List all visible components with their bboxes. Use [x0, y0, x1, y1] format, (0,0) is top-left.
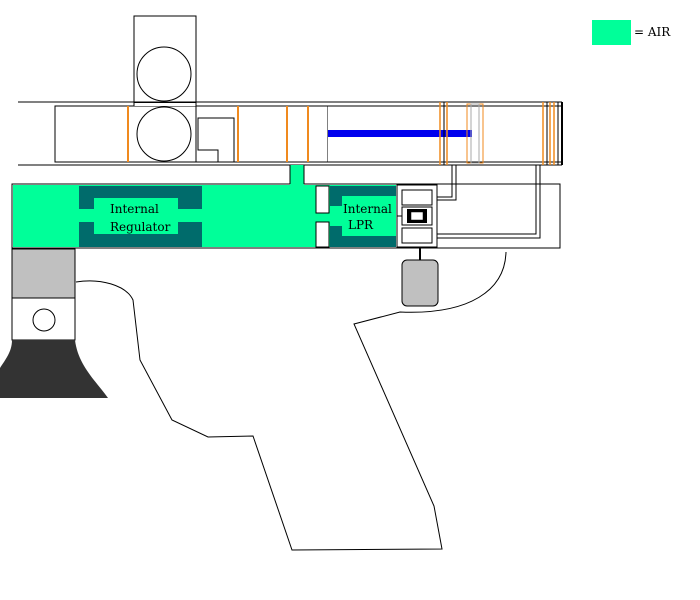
internal-regulator: Internal Regulator — [79, 186, 202, 247]
striker — [328, 102, 555, 165]
striker-rod — [328, 130, 472, 137]
upper-body — [18, 101, 563, 166]
asa-adapter — [0, 248, 108, 398]
paintball-chambered — [136, 106, 192, 162]
lpr-body — [330, 186, 396, 247]
internal-lpr: Internal LPR — [330, 186, 396, 247]
feed-neck — [133, 15, 197, 104]
solenoid-valve — [396, 184, 438, 248]
lpr-label-line2: LPR — [348, 218, 374, 232]
asa-body — [11, 248, 76, 299]
trigger — [401, 259, 439, 307]
regulator-label-line1: Internal — [110, 202, 159, 216]
legend-air-swatch — [592, 20, 631, 45]
legend-air-label: = AIR — [634, 25, 671, 39]
tank-neck — [0, 340, 108, 398]
grip-frame — [75, 247, 507, 551]
air-transfer-port — [290, 165, 304, 186]
regulator-body — [79, 186, 202, 247]
asa-pin — [32, 308, 56, 332]
bolt-orings — [127, 106, 309, 162]
regulator-label-line2: Regulator — [110, 220, 171, 234]
legend: = AIR — [592, 20, 671, 45]
bolt-front — [195, 106, 235, 163]
lpr-label-line1: Internal — [343, 202, 392, 216]
paintball-upper — [136, 46, 192, 102]
grip-outline — [75, 251, 507, 551]
air-hoses — [233, 118, 541, 239]
